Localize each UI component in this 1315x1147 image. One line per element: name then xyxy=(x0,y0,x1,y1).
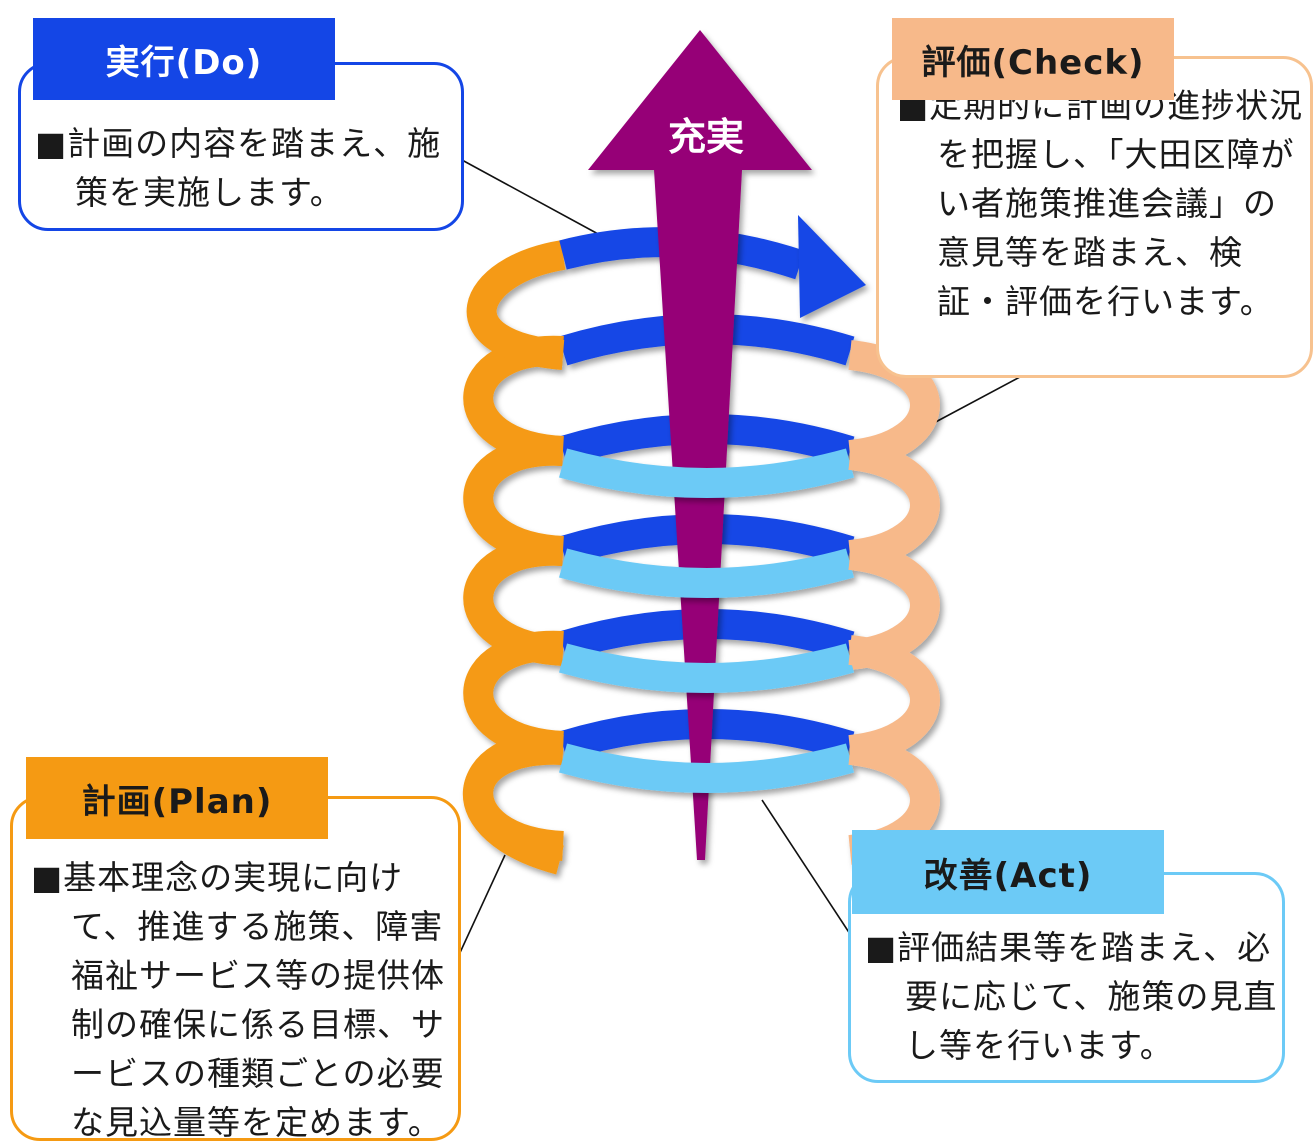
coil-top-plan-arc xyxy=(466,240,566,370)
do-description: ■計画の内容を踏まえ、施策を実施します。 xyxy=(35,119,455,217)
coil-front-act-arc xyxy=(558,643,855,693)
coil-front-act-arc xyxy=(558,548,855,598)
do-text: ■計画の内容を踏まえ、施策を実施します。 xyxy=(35,124,442,212)
coil-tail-plan-arc xyxy=(462,734,565,875)
central-arrow-label: 充実 xyxy=(668,115,744,159)
do-arrow-head xyxy=(798,215,866,318)
plan-box: ■基本理念の実現に向けて、推進する施策、障害福祉サービス等の提供体制の確保に係る… xyxy=(10,796,461,1142)
act-text: ■評価結果等を踏まえ、必要に応じて、施策の見直し等を行います。 xyxy=(865,928,1278,1065)
coil-check-arc xyxy=(848,440,940,570)
plan-text: ■基本理念の実現に向けて、推進する施策、障害福祉サービス等の提供体制の確保に係る… xyxy=(31,858,445,1142)
central-arrow xyxy=(588,30,812,860)
connector-do xyxy=(461,159,601,236)
plan-label: 計画(Plan) xyxy=(26,757,328,839)
check-description: ■定期的に計画の進捗状況を把握し、「大田区障がい者施策推進会議」の意見等を踏まえ… xyxy=(897,81,1307,326)
coil-front-act-arc xyxy=(558,448,855,498)
connector-act xyxy=(761,799,853,938)
act-label: 改善(Act) xyxy=(852,830,1164,914)
coil-front-act-arc xyxy=(558,743,855,793)
act-description: ■評価結果等を踏まえ、必要に応じて、施策の見直し等を行います。 xyxy=(865,923,1280,1070)
check-text: ■定期的に計画の進捗状況を把握し、「大田区障がい者施策推進会議」の意見等を踏まえ… xyxy=(897,86,1304,321)
check-label: 評価(Check) xyxy=(892,18,1174,100)
coil-check-arc xyxy=(848,635,940,765)
plan-description: ■基本理念の実現に向けて、推進する施策、障害福祉サービス等の提供体制の確保に係る… xyxy=(31,853,461,1147)
do-label: 実行(Do) xyxy=(33,18,335,100)
check-box: ■定期的に計画の進捗状況を把握し、「大田区障がい者施策推進会議」の意見等を踏まえ… xyxy=(876,56,1313,378)
